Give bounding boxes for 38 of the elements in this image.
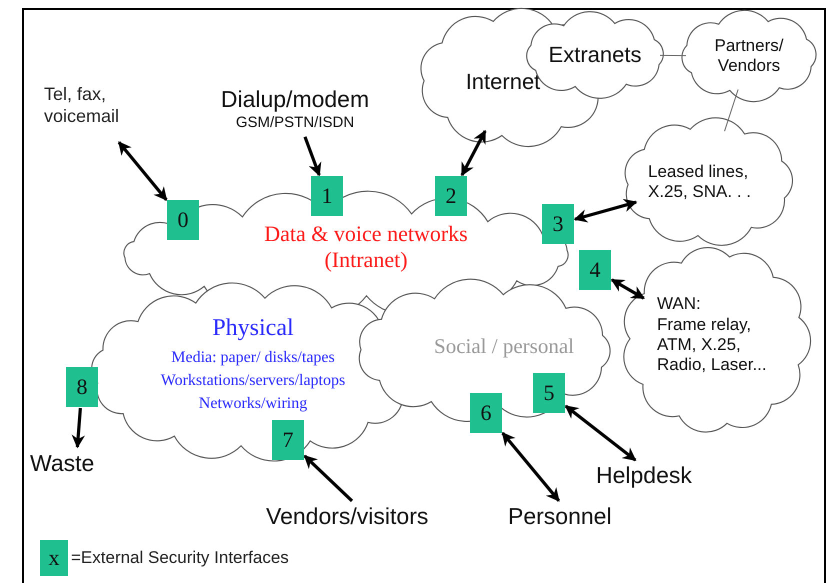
cloud-heading: WAN: (657, 294, 702, 315)
cloud-label: Frame relay, ATM, X.25, Radio, Laser... (657, 314, 768, 376)
legend-label: =External Security Interfaces (71, 548, 289, 568)
arrow (303, 136, 322, 176)
interface-marker: 8 (66, 367, 98, 407)
interface-sublabel: GSM/PSTN/ISDN (234, 114, 356, 132)
interface-marker: 1 (311, 176, 343, 216)
arrow (118, 141, 168, 201)
arrow (564, 404, 636, 462)
arrow (574, 198, 638, 222)
arrow (304, 454, 354, 502)
interface-label: Waste (30, 450, 96, 478)
cloud-label: Internet (466, 68, 540, 96)
interface-label: Dialup/modem (220, 86, 370, 114)
interface-label: Helpdesk (596, 462, 693, 490)
interface-label: Vendors/visitors (266, 503, 430, 531)
cloud-label: Media: paper/ disks/tapes (171, 348, 335, 368)
arrow (501, 432, 560, 502)
interface-marker: 6 (470, 393, 502, 433)
cloud-label: Social / personal (434, 334, 574, 360)
interface-marker: 3 (542, 204, 574, 244)
cloud-label: Data & voice networks (Intranet) (263, 220, 469, 274)
connector-line (724, 89, 739, 132)
interface-marker: 2 (435, 176, 467, 216)
interface-label: Personnel (508, 503, 613, 531)
cloud-label: Networks/wiring (198, 394, 308, 414)
cloud-label: Leased lines, X.25, SNA. . . (648, 162, 752, 202)
interface-label: Tel, fax, voicemail (44, 84, 120, 128)
connector-line (660, 54, 686, 56)
legend-swatch: x (40, 540, 68, 576)
cloud-label: Partners/ Vendors (714, 36, 784, 76)
cloud-label: Workstations/servers/laptops (160, 370, 346, 391)
arrow (610, 278, 645, 300)
arrow (72, 408, 85, 448)
cloud-label: Extranets (548, 42, 642, 68)
cloud-heading: Physical (212, 314, 294, 343)
arrow (460, 130, 487, 176)
interface-marker: 4 (579, 250, 611, 290)
